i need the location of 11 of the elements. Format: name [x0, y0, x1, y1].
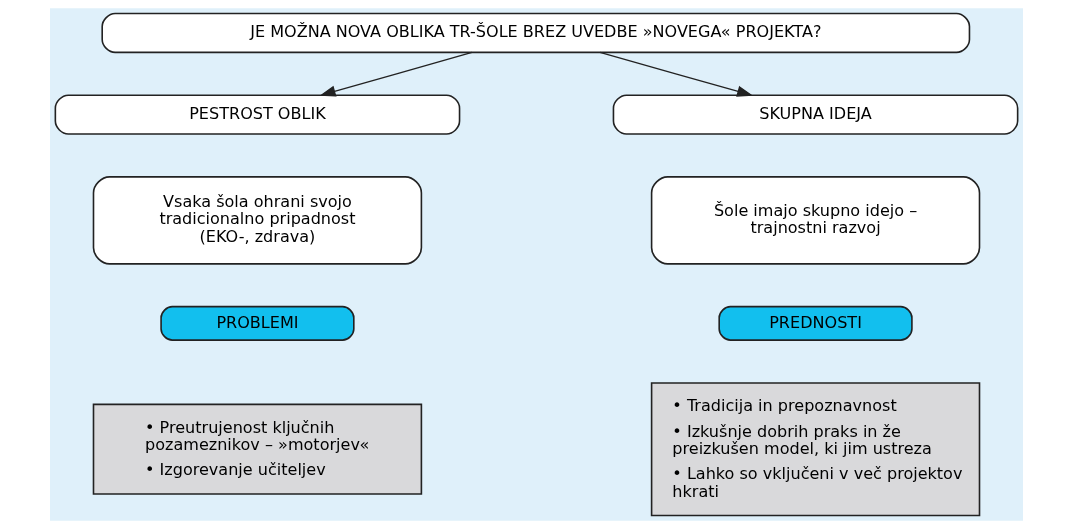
node-box: PROBLEMI — [159, 305, 355, 341]
node-box: • Tradicija in prepoznavnost • Izkušnje dobrih praks in že preizkušen model, ki jim ustreza • Lahko so vključeni v več projektov hkrati — [650, 382, 980, 517]
node-box: JE MOŽNA NOVA OBLIKA TR-ŠOLE BREZ UVEDBE »NOVEGA« PROJEKTA? — [100, 12, 970, 54]
node-box: Šole imajo skupno idejo – trajnostni razvoj — [650, 176, 980, 265]
arrow — [598, 51, 753, 97]
node-box: • Preutrujenost ključnih pozameznikov – »motorjev« • Izgorevanje učiteljev — [92, 403, 422, 495]
node-box: Vsaka šola ohrani svojo tradicionalno pripadnost (EKO-, zdrava) — [92, 176, 422, 265]
node-box: PESTROST OBLIK — [54, 94, 460, 135]
node-box: PREDNOSTI — [717, 305, 913, 341]
arrow — [319, 51, 473, 97]
node-box: SKUPNA IDEJA — [612, 94, 1018, 135]
